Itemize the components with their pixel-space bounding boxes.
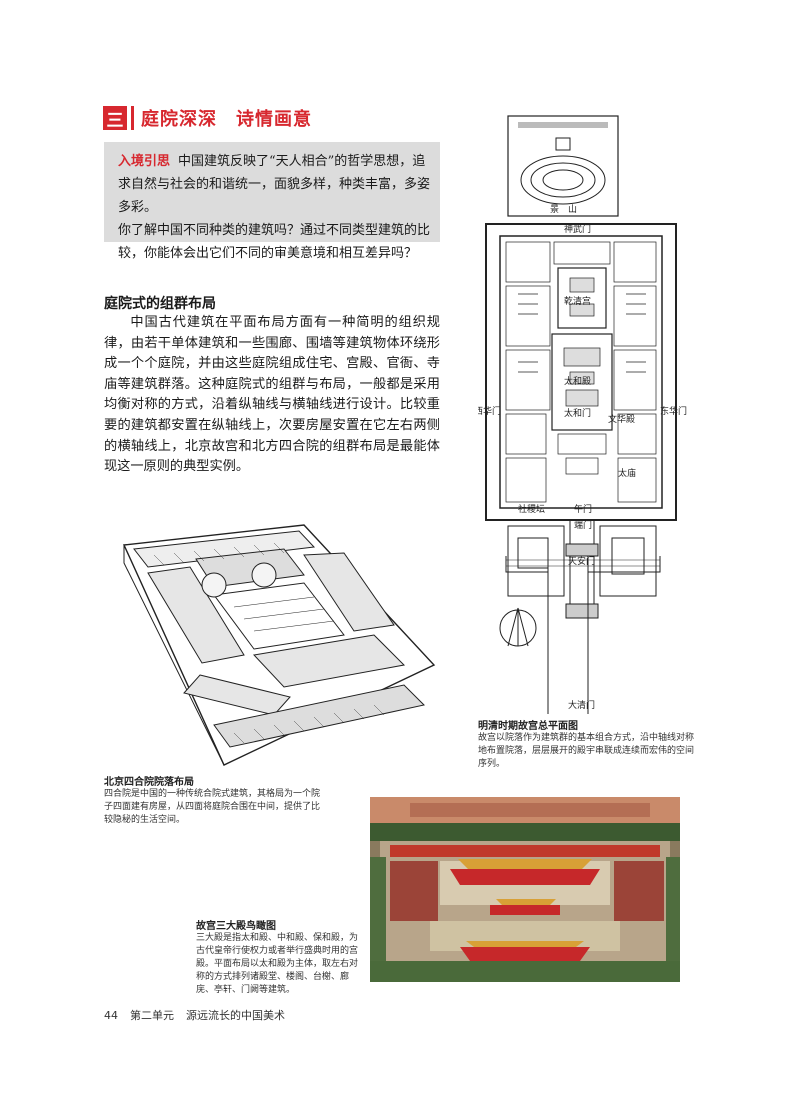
label-xihuamen: 西华门	[478, 405, 501, 417]
unit-title: 源远流长的中国美术	[186, 1009, 285, 1022]
plan-caption: 明清时期故宫总平面图 故宫以院落作为建筑群的基本组合方式，沿中轴线对称地布置院落…	[478, 717, 696, 771]
intro-box: 入境引思中国建筑反映了“天人相合”的哲学思想，追求自然与社会的和谐统一，面貌多样…	[104, 142, 440, 261]
body-paragraph: 中国古代建筑在平面布局方面有一种简明的组织规律，由若干单体建筑和一些围廊、围墙等…	[104, 315, 440, 475]
aerial-photo	[370, 797, 680, 982]
intro-text-1: 中国建筑反映了“天人相合”的哲学思想，追求自然与社会的和谐统一，面貌多样，种类丰…	[118, 154, 431, 215]
label-donghuamen: 东华门	[660, 405, 687, 417]
label-wenhuadian: 文华殿	[608, 413, 635, 425]
page-footer: 44 第二单元源远流长的中国美术	[104, 1007, 285, 1023]
page-number: 44	[104, 1009, 118, 1022]
section-divider	[131, 106, 134, 130]
aerial-caption: 故宫三大殿鸟瞰图 三大殿是指太和殿、中和殿、保和殿，为古代皇帝行使权力或者举行盛…	[196, 917, 364, 997]
label-sheji: 社稷坛	[518, 503, 545, 515]
intro-tag: 入境引思	[118, 154, 171, 169]
aerial-caption-title: 故宫三大殿鸟瞰图	[196, 921, 276, 932]
label-tiananmen: 天安门	[568, 555, 595, 567]
siheyuan-caption: 北京四合院院落布局 四合院是中国的一种传统合院式建筑，其格局为一个院子四面建有房…	[104, 773, 328, 827]
label-jingshan: 景 山	[550, 204, 577, 215]
plan-caption-title: 明清时期故宫总平面图	[478, 721, 578, 732]
label-qianqinggong: 乾清宫	[564, 295, 591, 307]
plan-caption-text: 故宫以院落作为建筑群的基本组合方式，沿中轴线对称地布置院落，层层展开的殿宇串联成…	[478, 733, 695, 769]
intro-para-2: 你了解中国不同种类的建筑吗？通过不同类型建筑的比较，你能体会出它们不同的审美意境…	[118, 223, 431, 261]
label-duanmen: 端门	[574, 519, 592, 531]
section-title: 庭院深深 诗情画意	[141, 109, 312, 130]
label-shenwumen: 神武门	[564, 223, 591, 235]
label-taimiao: 太庙	[618, 467, 636, 479]
intro-para-1: 入境引思中国建筑反映了“天人相合”的哲学思想，追求自然与社会的和谐统一，面貌多样…	[118, 150, 430, 219]
siheyuan-caption-text: 四合院是中国的一种传统合院式建筑，其格局为一个院子四面建有房屋，从四面将庭院合围…	[104, 789, 321, 825]
forbidden-city-plan: 景 山 神武门 乾清宫 太和殿 西华门 东华门 太和门 文华殿 午门 社稷坛 太…	[478, 115, 687, 714]
siheyuan-drawing	[122, 524, 436, 766]
unit-label: 第二单元	[130, 1009, 174, 1022]
aerial-caption-text: 三大殿是指太和殿、中和殿、保和殿，为古代皇帝行使权力或者举行盛典时用的宫殿。平面…	[196, 933, 359, 995]
section-number-badge: 三	[103, 106, 127, 131]
subheading: 庭院式的组群布局	[104, 296, 216, 312]
label-taihemen: 太和门	[564, 407, 591, 419]
siheyuan-caption-title: 北京四合院院落布局	[104, 777, 194, 788]
label-wumen: 午门	[574, 503, 592, 515]
label-taihedian: 太和殿	[564, 375, 591, 387]
label-daqingmen: 大清门	[568, 699, 595, 711]
